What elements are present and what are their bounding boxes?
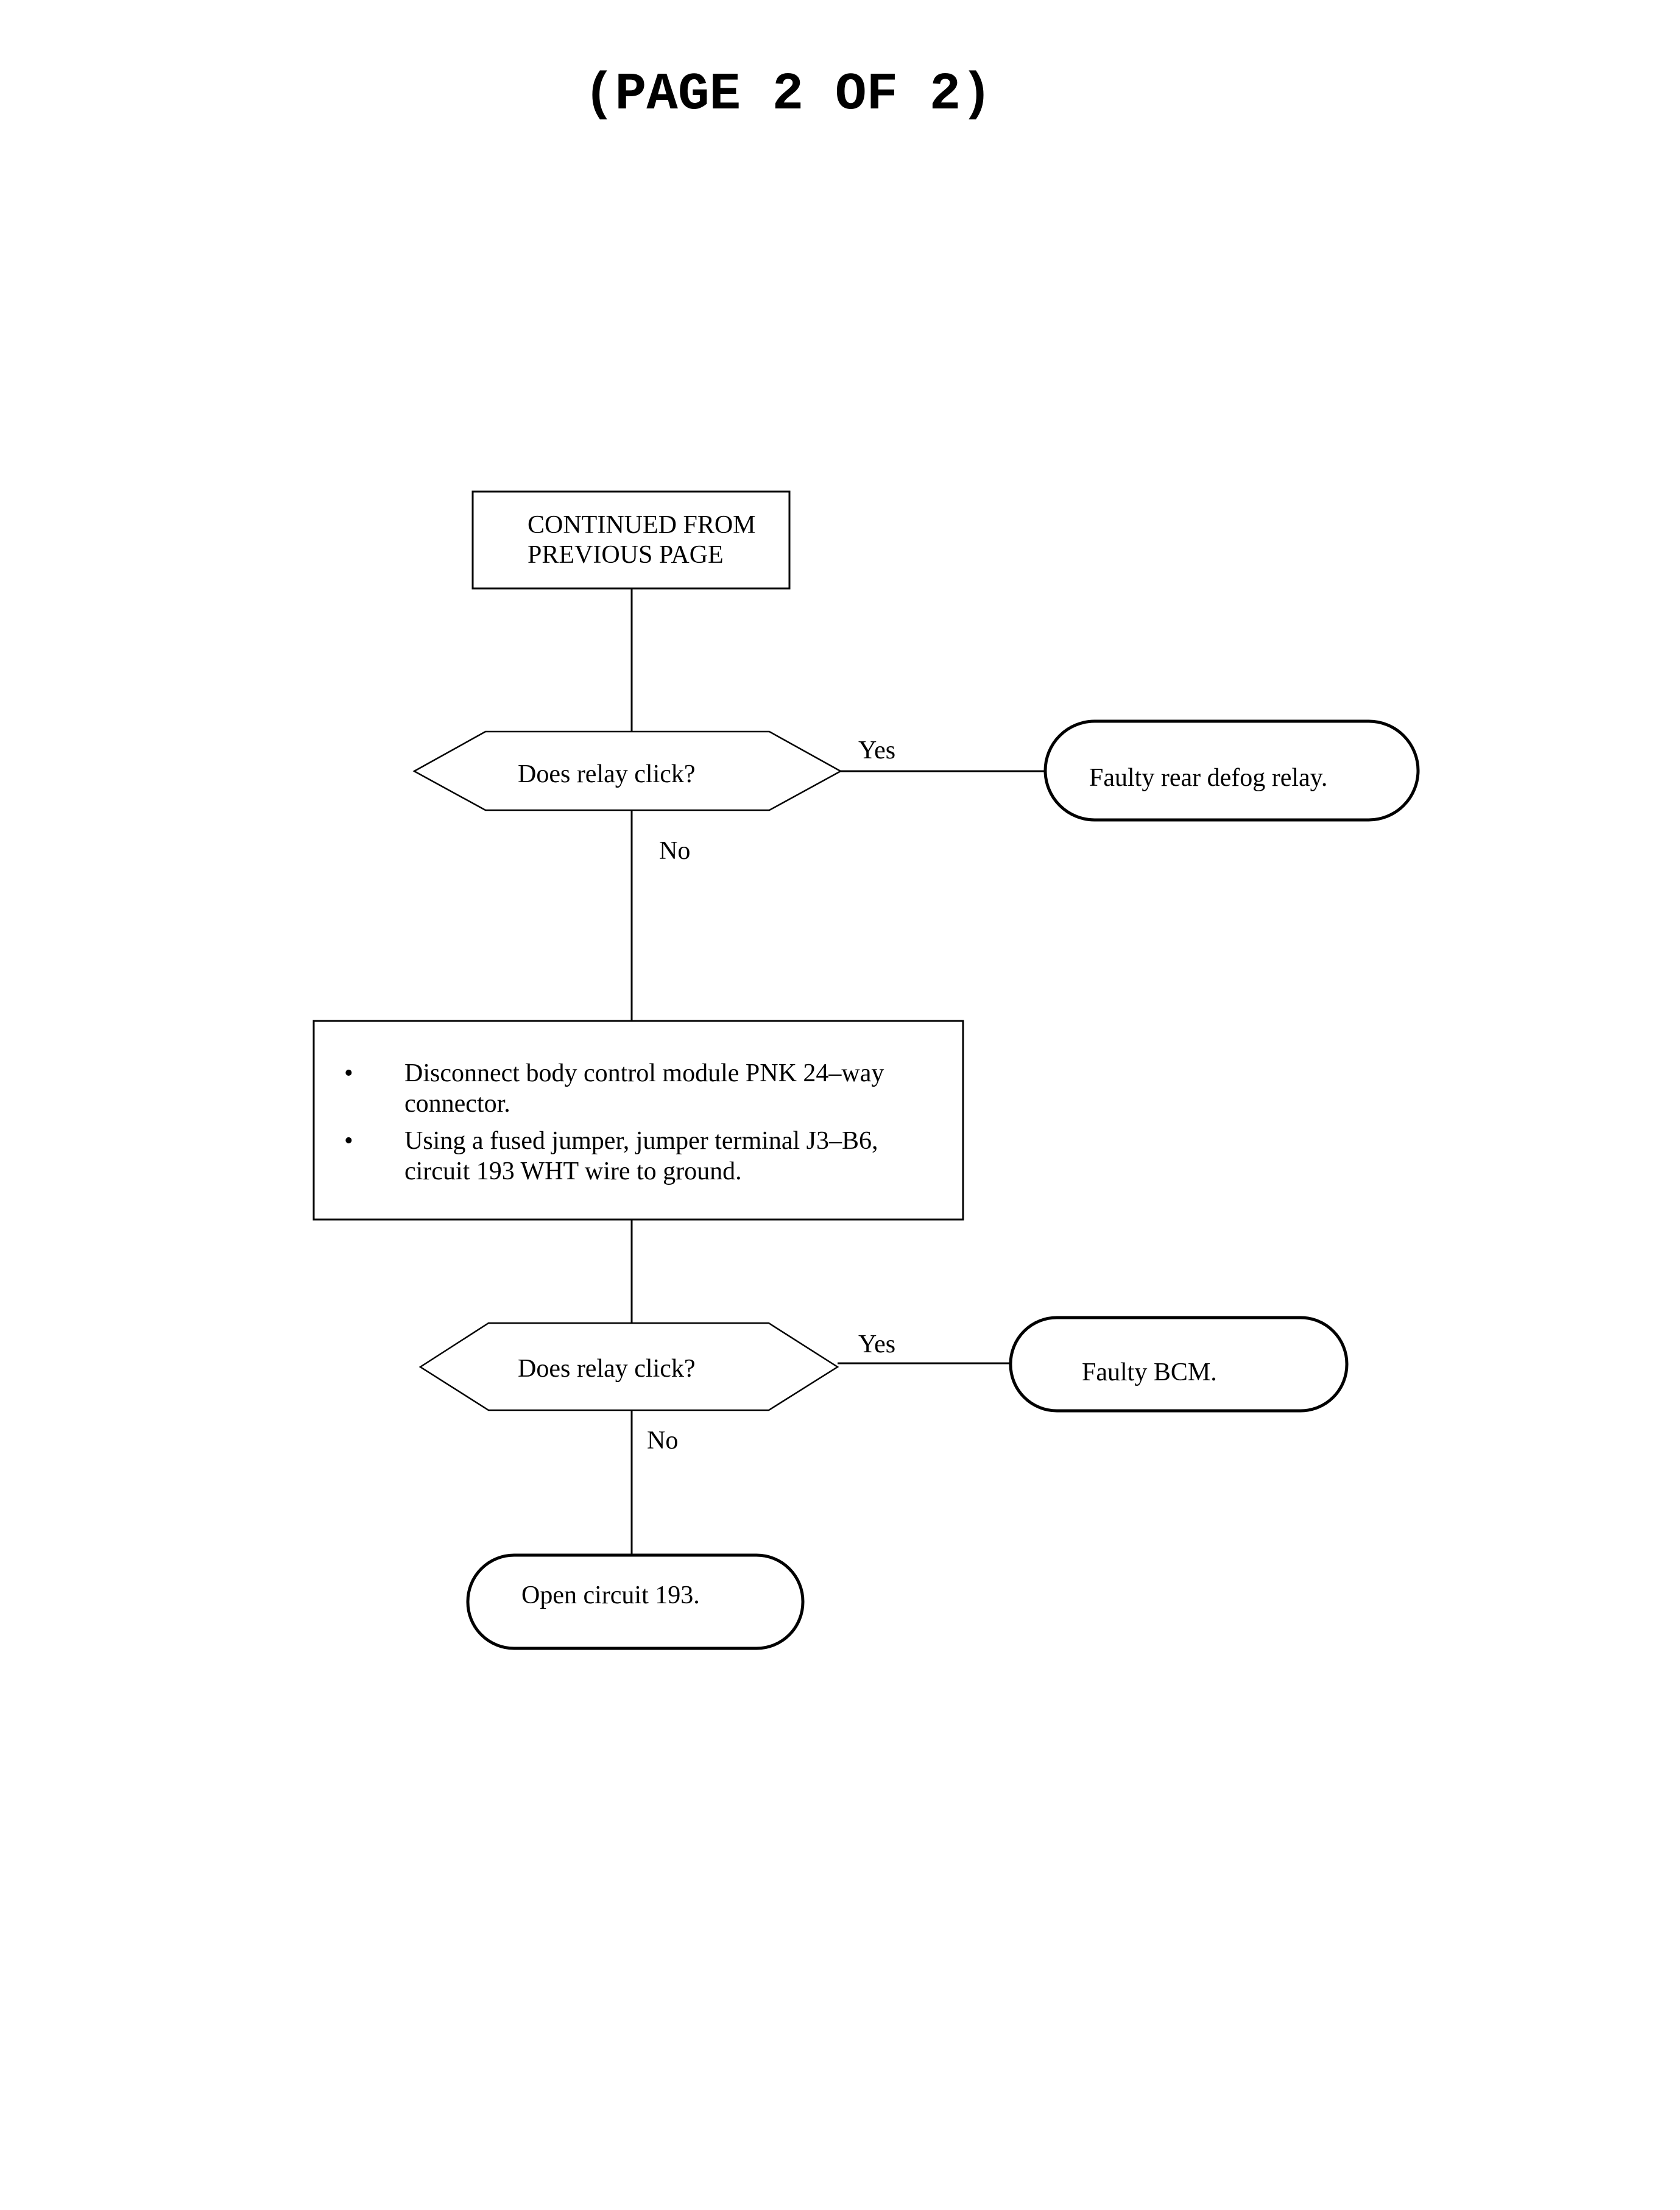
decision-1-shape xyxy=(412,730,842,811)
result-1-text: Faulty rear defog relay. xyxy=(1089,764,1327,792)
decision-1-yes-label: Yes xyxy=(858,736,895,764)
decision-2-yes-label: Yes xyxy=(858,1330,895,1358)
action-step-2-line-2: circuit 193 WHT wire to ground. xyxy=(404,1157,742,1185)
start-box-line-1: CONTINUED FROM xyxy=(528,511,756,539)
decision-1-no-label: No xyxy=(659,837,690,865)
action-step-1-line-2: connector. xyxy=(404,1090,510,1118)
result-2-text: Faulty BCM. xyxy=(1082,1358,1217,1386)
action-step-1-line-1: Disconnect body control module PNK 24–wa… xyxy=(404,1059,884,1087)
action-step-2-line-1: Using a fused jumper, jumper terminal J3… xyxy=(404,1127,878,1155)
decision-2-shape xyxy=(418,1322,839,1411)
decision-2-text: Does relay click? xyxy=(518,1355,696,1383)
action-bullet-1: • xyxy=(344,1059,353,1087)
result-1-terminal xyxy=(1043,719,1420,822)
action-box xyxy=(312,1020,964,1221)
page-title: (PAGE 2 OF 2) xyxy=(584,65,992,124)
result-3-terminal xyxy=(466,1553,805,1650)
start-box-line-2: PREVIOUS PAGE xyxy=(528,541,724,569)
start-box xyxy=(471,490,791,590)
result-2-terminal xyxy=(1009,1316,1349,1413)
decision-2-no-label: No xyxy=(647,1427,678,1455)
result-3-text: Open circuit 193. xyxy=(521,1581,700,1609)
decision-1-text: Does relay click? xyxy=(518,760,696,788)
action-bullet-2: • xyxy=(344,1127,353,1155)
